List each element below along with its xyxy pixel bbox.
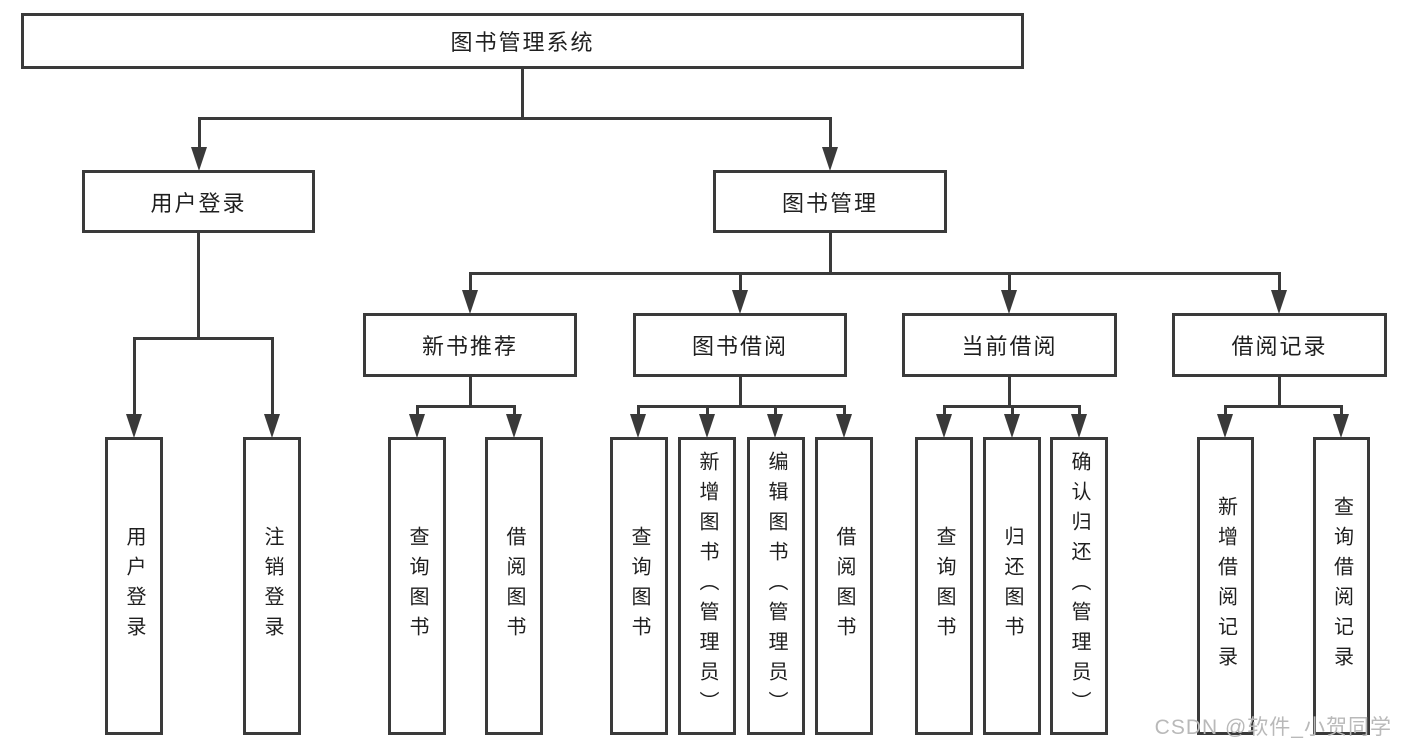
connector-line	[521, 69, 524, 119]
connector-line	[133, 337, 136, 417]
arrowhead-icon	[699, 414, 715, 438]
connector-line	[637, 405, 640, 417]
connector-line	[1224, 405, 1343, 408]
connector-line	[416, 405, 419, 417]
leaf-label: 查询图书	[628, 526, 650, 646]
leaf-query-books-current: 查询图书	[915, 437, 973, 735]
connector-line	[1224, 405, 1227, 417]
leaf-add-books-admin: 新增图书（管理员）	[678, 437, 736, 735]
leaf-user-login: 用户登录	[105, 437, 163, 735]
connector-line	[1340, 405, 1343, 417]
node-book-management: 图书管理	[713, 170, 947, 233]
arrowhead-icon	[264, 414, 280, 438]
connector-line	[469, 272, 472, 292]
connector-line	[198, 117, 832, 120]
arrowhead-icon	[732, 290, 748, 314]
connector-line	[271, 337, 274, 417]
node-user-login: 用户登录	[82, 170, 315, 233]
arrowhead-icon	[767, 414, 783, 438]
connector-line	[706, 405, 709, 417]
connector-line	[1078, 405, 1081, 417]
arrowhead-icon	[1001, 290, 1017, 314]
arrowhead-icon	[506, 414, 522, 438]
arrowhead-icon	[1271, 290, 1287, 314]
arrowhead-icon	[936, 414, 952, 438]
leaf-query-books-borrow: 查询图书	[610, 437, 668, 735]
connector-line	[637, 405, 846, 408]
leaf-label: 编辑图书（管理员）	[765, 451, 787, 721]
node-label: 图书借阅	[691, 334, 788, 359]
leaf-label: 注销登录	[261, 526, 283, 646]
arrowhead-icon	[822, 147, 838, 171]
connector-line	[739, 377, 742, 408]
connector-line	[829, 117, 832, 151]
leaf-label: 确认归还（管理员）	[1068, 451, 1090, 721]
node-root-library-system: 图书管理系统	[21, 13, 1024, 69]
connector-line	[843, 405, 846, 417]
leaf-label: 新增图书（管理员）	[696, 451, 718, 721]
node-new-book-recommend: 新书推荐	[363, 313, 577, 377]
leaf-borrow-books-recommend: 借阅图书	[485, 437, 543, 735]
connector-line	[739, 272, 742, 292]
leaf-label: 查询图书	[406, 526, 428, 646]
node-label: 用户登录	[150, 190, 247, 216]
connector-line	[513, 405, 516, 417]
node-book-borrow: 图书借阅	[633, 313, 847, 377]
node-label: 借阅记录	[1231, 334, 1328, 359]
leaf-query-borrow-record: 查询借阅记录	[1313, 437, 1370, 735]
connector-line	[774, 405, 777, 417]
node-label: 图书管理	[781, 190, 878, 216]
connector-line	[469, 272, 1281, 275]
leaf-label: 新增借阅记录	[1214, 496, 1237, 676]
connector-line	[1008, 272, 1011, 292]
connector-line	[469, 377, 472, 408]
leaf-label: 查询借阅记录	[1330, 496, 1353, 676]
connector-line	[829, 233, 832, 275]
connector-line	[1011, 405, 1014, 417]
arrowhead-icon	[462, 290, 478, 314]
arrowhead-icon	[630, 414, 646, 438]
node-label: 图书管理系统	[450, 30, 595, 55]
node-borrow-records: 借阅记录	[1172, 313, 1387, 377]
leaf-label: 查询图书	[933, 526, 955, 646]
arrowhead-icon	[836, 414, 852, 438]
connector-line	[198, 117, 201, 151]
arrowhead-icon	[409, 414, 425, 438]
leaf-return-books: 归还图书	[983, 437, 1041, 735]
leaf-label: 借阅图书	[833, 526, 855, 646]
connector-line	[1278, 272, 1281, 292]
leaf-add-borrow-record: 新增借阅记录	[1197, 437, 1254, 735]
arrowhead-icon	[191, 147, 207, 171]
arrowhead-icon	[1217, 414, 1233, 438]
arrowhead-icon	[1004, 414, 1020, 438]
leaf-edit-books-admin: 编辑图书（管理员）	[747, 437, 805, 735]
leaf-logout: 注销登录	[243, 437, 301, 735]
leaf-label: 归还图书	[1001, 526, 1023, 646]
node-label: 新书推荐	[421, 334, 518, 359]
connector-line	[1008, 377, 1011, 408]
arrowhead-icon	[126, 414, 142, 438]
node-label: 当前借阅	[961, 334, 1058, 359]
csdn-watermark: CSDN @软件_小贺同学	[1154, 716, 1392, 739]
leaf-label: 借阅图书	[503, 526, 525, 646]
node-current-borrow: 当前借阅	[902, 313, 1117, 377]
connector-line	[943, 405, 946, 417]
leaf-borrow-books: 借阅图书	[815, 437, 873, 735]
connector-line	[133, 337, 274, 340]
connector-line	[416, 405, 516, 408]
leaf-query-books-recommend: 查询图书	[388, 437, 446, 735]
leaf-confirm-return-admin: 确认归还（管理员）	[1050, 437, 1108, 735]
connector-line	[197, 233, 200, 340]
arrowhead-icon	[1333, 414, 1349, 438]
arrowhead-icon	[1071, 414, 1087, 438]
leaf-label: 用户登录	[123, 526, 145, 646]
connector-line	[1278, 377, 1281, 408]
